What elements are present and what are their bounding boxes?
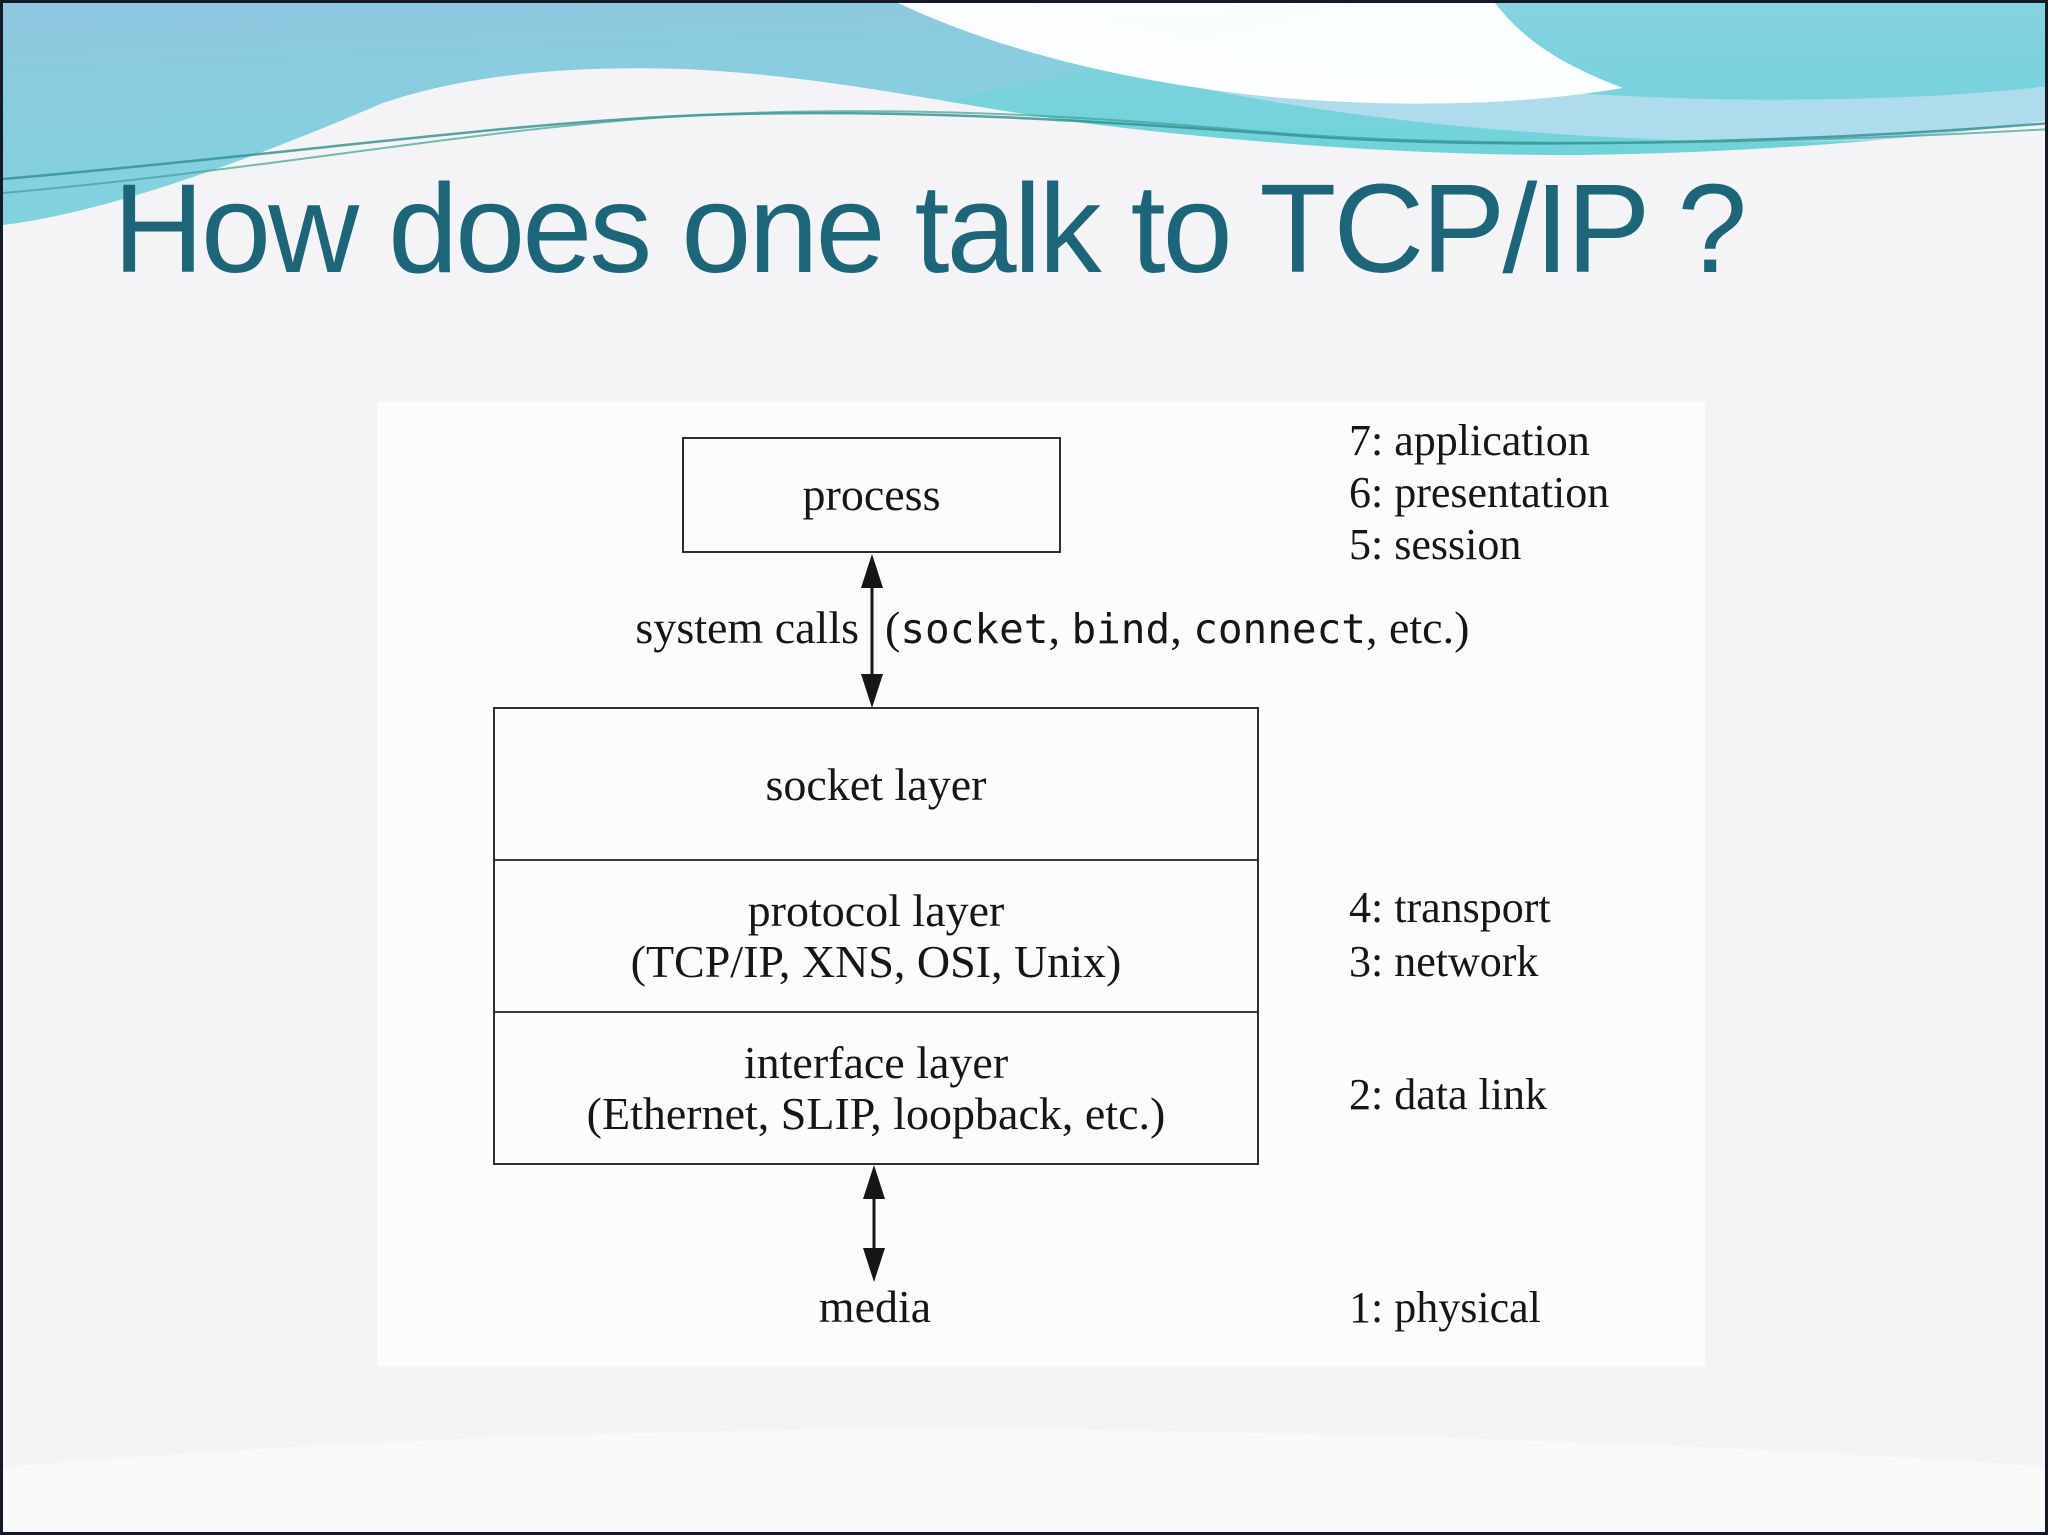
- system-calls-paren-open: (: [885, 602, 901, 653]
- arrow-interface-media: [863, 1165, 885, 1282]
- protocol-layer-section: protocol layer (TCP/IP, XNS, OSI, Unix): [495, 859, 1257, 1011]
- socket-layer-label: socket layer: [765, 758, 987, 810]
- osi-layer-3: 3: network: [1349, 937, 1539, 986]
- protocol-layer-sublabel: (TCP/IP, XNS, OSI, Unix): [630, 936, 1122, 987]
- osi-layer-7: 7: application: [1349, 416, 1590, 465]
- process-box: process: [682, 437, 1061, 553]
- socket-layer-section: socket layer: [495, 709, 1257, 859]
- system-calls-label: system calls: [635, 602, 859, 653]
- footer-wave-shape: [3, 1428, 2045, 1532]
- syscall-bind: bind: [1071, 605, 1171, 653]
- system-calls-detail: (socket, bind, connect, etc.): [885, 602, 1470, 654]
- osi-layer-5: 5: session: [1349, 520, 1522, 569]
- interface-layer-section: interface layer (Ethernet, SLIP, loopbac…: [495, 1011, 1257, 1163]
- osi-layer-2: 2: data link: [1349, 1070, 1547, 1119]
- wave-white-crest: [898, 3, 1623, 104]
- accent-line-2: [3, 110, 2045, 194]
- media-label: media: [818, 1281, 932, 1332]
- wave-body: [3, 68, 2045, 343]
- interface-layer-sublabel: (Ethernet, SLIP, loopback, etc.): [586, 1088, 1166, 1139]
- process-box-label: process: [802, 468, 941, 520]
- osi-upper-layers: 7: application 6: presentation 5: sessio…: [1349, 415, 1609, 571]
- interface-layer-label: interface layer: [743, 1037, 1009, 1088]
- layer-stack-box: socket layer protocol layer (TCP/IP, XNS…: [493, 707, 1259, 1165]
- syscall-sep-2: ,: [1170, 602, 1194, 653]
- osi-layer-6: 6: presentation: [1349, 468, 1610, 517]
- osi-layer-4: 4: transport: [1349, 883, 1551, 932]
- osi-mid-layers: 4: transport 3: network: [1349, 881, 1551, 989]
- diagram-panel: process system calls (socket, bind, conn…: [377, 402, 1705, 1366]
- footer-wave-decoration: [3, 1428, 2045, 1532]
- syscall-sep-1: ,: [1048, 602, 1072, 653]
- header-wave-decoration: [3, 3, 2045, 343]
- slide-title: How does one talk to TCP/IP ?: [113, 158, 1747, 299]
- arrow-process-socket: [861, 554, 883, 708]
- syscall-socket: socket: [900, 605, 1049, 653]
- protocol-layer-label: protocol layer: [747, 885, 1005, 936]
- syscall-connect: connect: [1193, 605, 1366, 653]
- osi-layer-1: 1: physical: [1349, 1283, 1541, 1332]
- syscall-etc: , etc.): [1365, 602, 1470, 653]
